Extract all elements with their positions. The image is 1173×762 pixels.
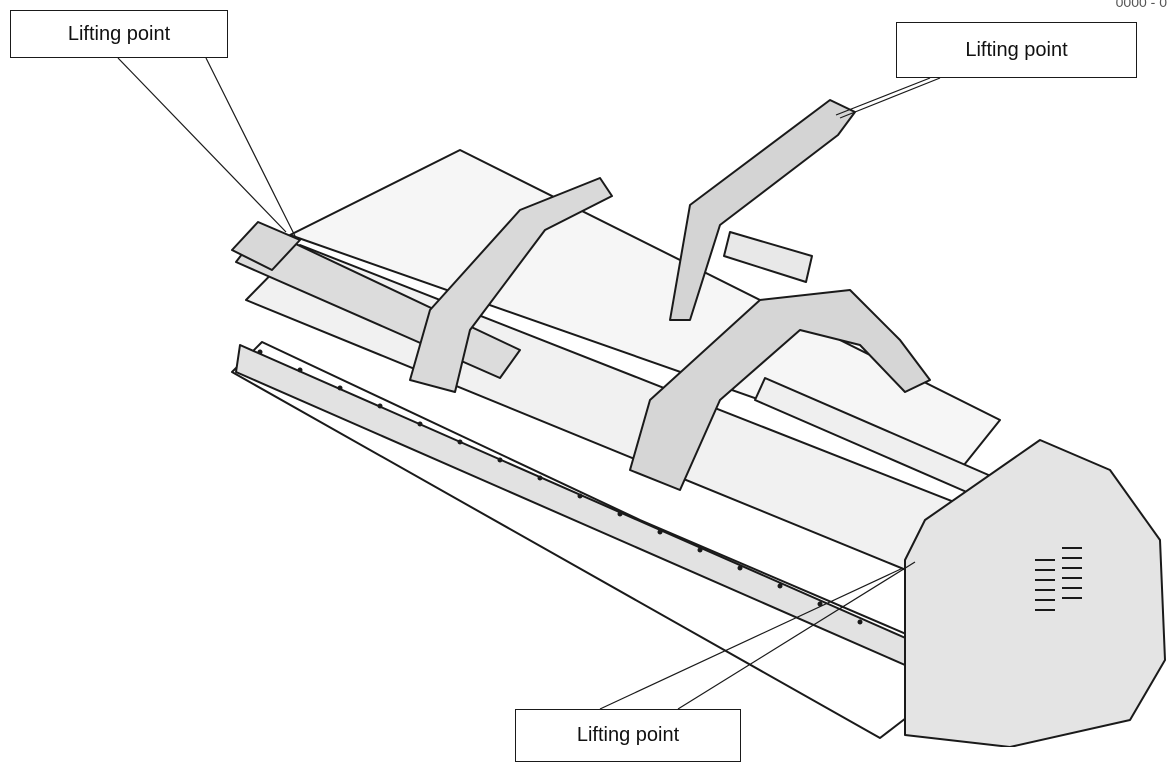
leader-top-right-a <box>835 77 931 116</box>
leader-bottom-b <box>677 561 916 710</box>
leader-top-left-a <box>117 57 287 233</box>
callout-lifting-point-top-right: Lifting point <box>896 22 1137 78</box>
leader-top-right-b <box>839 77 941 119</box>
louvre-vents <box>1035 547 1082 611</box>
callout-label: Lifting point <box>576 724 680 746</box>
back-wall <box>289 149 1001 471</box>
gearbox-cover <box>904 439 1166 747</box>
callout-label: Lifting point <box>67 22 171 45</box>
leader-bottom-a <box>599 567 904 710</box>
callout-lifting-point-top-left: Lifting point <box>10 10 228 58</box>
leader-top-left-b <box>205 57 297 239</box>
callout-lifting-point-bottom: Lifting point <box>515 709 741 762</box>
corner-page-mark: 0000 - 0 <box>1115 0 1167 10</box>
callout-label: Lifting point <box>965 38 1068 61</box>
hydraulic-cylinder <box>723 231 813 283</box>
hitch-frame-left <box>409 177 613 393</box>
hitch-frame-right <box>629 289 931 491</box>
left-end-plate <box>231 221 301 271</box>
leader-lines <box>117 57 941 710</box>
top-link-mast <box>669 99 856 321</box>
skid-bolts <box>257 349 863 625</box>
